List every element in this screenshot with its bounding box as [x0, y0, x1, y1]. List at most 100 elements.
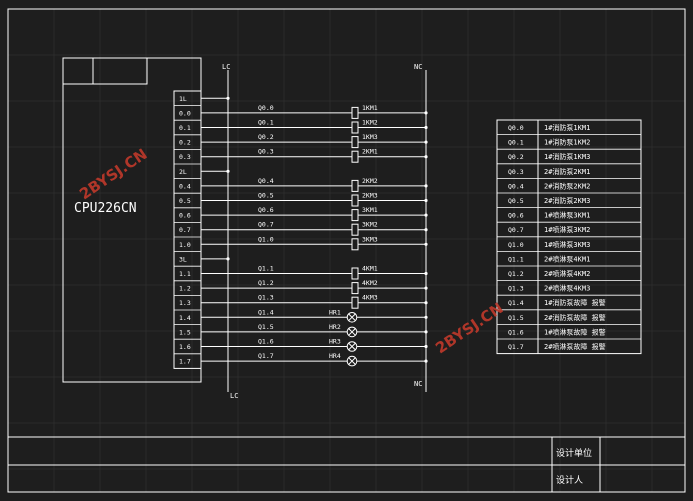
output-address-label: Q1.0 — [258, 235, 274, 243]
terminal-label: 1L — [179, 95, 187, 103]
io-table-row: Q0.1 1#消防泵1KM2 — [508, 138, 590, 147]
junction-dot — [424, 111, 428, 115]
contactor-coil-symbol — [351, 282, 359, 295]
io-description-cell: 2#消防泵2KM2 — [544, 181, 590, 190]
junction-dot — [424, 344, 428, 349]
terminal-label: 1.5 — [179, 328, 191, 336]
coil-label: 4KM2 — [362, 279, 378, 287]
contactor-coil-symbol — [351, 296, 359, 309]
io-address-cell: Q1.4 — [508, 299, 524, 307]
junction-dot — [226, 257, 230, 261]
output-address-label: Q0.5 — [258, 192, 274, 200]
junction-dot — [424, 315, 428, 319]
io-table-row: Q0.6 1#喷淋泵3KM1 — [508, 211, 590, 220]
output-circuit: Q0.7 3KM2 — [201, 221, 428, 236]
io-address-cell: Q0.6 — [508, 212, 524, 220]
terminal-label: 0.6 — [179, 212, 191, 220]
contactor-coil-symbol — [351, 150, 359, 163]
io-table-row: Q0.4 2#消防泵2KM2 — [508, 181, 590, 190]
watermark-right: 2BYSJ.CN — [432, 299, 506, 357]
output-circuit: Q1.7 HR4 — [201, 352, 428, 367]
terminal-label: 1.3 — [179, 299, 191, 307]
background-grid — [7, 8, 685, 492]
io-address-cell: Q1.6 — [508, 328, 524, 336]
plc-terminal-strip: 1L0.00.10.20.32L0.40.50.60.71.03L1.11.21… — [173, 90, 202, 369]
terminal-label: 1.7 — [179, 358, 191, 366]
terminal-label: 1.2 — [179, 285, 191, 293]
indicator-lamp-icon — [346, 355, 358, 367]
contactor-coil-symbol — [351, 223, 359, 236]
output-address-label: Q0.2 — [258, 133, 274, 141]
coil-label: 1KM2 — [362, 119, 378, 127]
plc-model-label: CPU226CN — [74, 201, 137, 216]
contactor-coil-symbol — [351, 238, 359, 251]
io-address-cell: Q1.0 — [508, 241, 524, 249]
terminal-label: 1.1 — [179, 270, 191, 278]
drawing-border — [7, 8, 686, 493]
output-address-label: Q0.4 — [258, 177, 274, 185]
junction-dot — [424, 213, 428, 217]
coil-label: 3KM3 — [362, 235, 378, 243]
output-address-label: Q0.7 — [258, 221, 274, 229]
coil-label: 2KM1 — [362, 148, 378, 156]
terminal-label: 2L — [179, 168, 187, 176]
output-address-label: Q0.1 — [258, 119, 274, 127]
terminal-label: 0.1 — [179, 124, 191, 132]
output-address-label: Q1.4 — [258, 308, 274, 316]
io-address-cell: Q0.4 — [508, 182, 524, 190]
junction-dot — [424, 228, 428, 232]
indicator-lamp-icon — [346, 312, 358, 323]
junction-dot — [424, 359, 428, 363]
io-address-cell: Q1.1 — [508, 255, 524, 263]
junction-dot — [424, 242, 428, 246]
io-address-cell: Q0.7 — [508, 226, 524, 234]
output-address-label: Q1.5 — [258, 323, 274, 331]
junction-dot — [424, 184, 428, 188]
output-address-label: Q1.3 — [258, 294, 274, 302]
indicator-lamp-icon — [346, 326, 358, 338]
lamp-label: HR3 — [329, 338, 341, 346]
junction-dot — [424, 155, 428, 159]
junction-dot — [424, 198, 428, 203]
contactor-coil-symbol — [351, 136, 359, 149]
indicator-lamp-icon — [346, 341, 358, 352]
output-address-label: Q0.0 — [258, 104, 274, 112]
coil-label: 3KM2 — [362, 221, 378, 229]
io-address-cell: Q0.1 — [508, 139, 524, 147]
output-address-label: Q1.7 — [258, 352, 274, 360]
coil-label: 3KM1 — [362, 206, 378, 214]
plc-slot-2 — [92, 57, 148, 85]
io-description-cell: 2#喷淋泵4KM2 — [544, 269, 590, 278]
io-description-cell: 1#喷淋泵3KM1 — [544, 211, 590, 220]
watermark-left: 2BYSJ.CN — [76, 145, 150, 203]
lamp-label: HR4 — [329, 352, 341, 360]
design-unit-label: 设计单位 — [556, 447, 592, 459]
contactor-coil-symbol — [351, 106, 359, 119]
output-circuit: Q1.2 4KM2 — [201, 279, 428, 295]
terminal-label: 0.3 — [179, 153, 191, 161]
output-circuit: Q1.0 3KM3 — [201, 235, 428, 251]
plc-unit: CPU226CN 1L0.00.10.20.32L0.40.50.60.71.0… — [62, 57, 202, 383]
io-description-cell: 1#消防泵1KM2 — [544, 138, 590, 147]
io-description-cell: 1#消防泵1KM1 — [544, 123, 590, 132]
lamp-label: HR2 — [329, 323, 341, 331]
output-address-label: Q1.2 — [258, 279, 274, 287]
io-address-cell: Q0.5 — [508, 197, 524, 205]
io-description-cell: 1#喷淋泵3KM3 — [544, 240, 590, 249]
junction-dot — [226, 169, 230, 173]
